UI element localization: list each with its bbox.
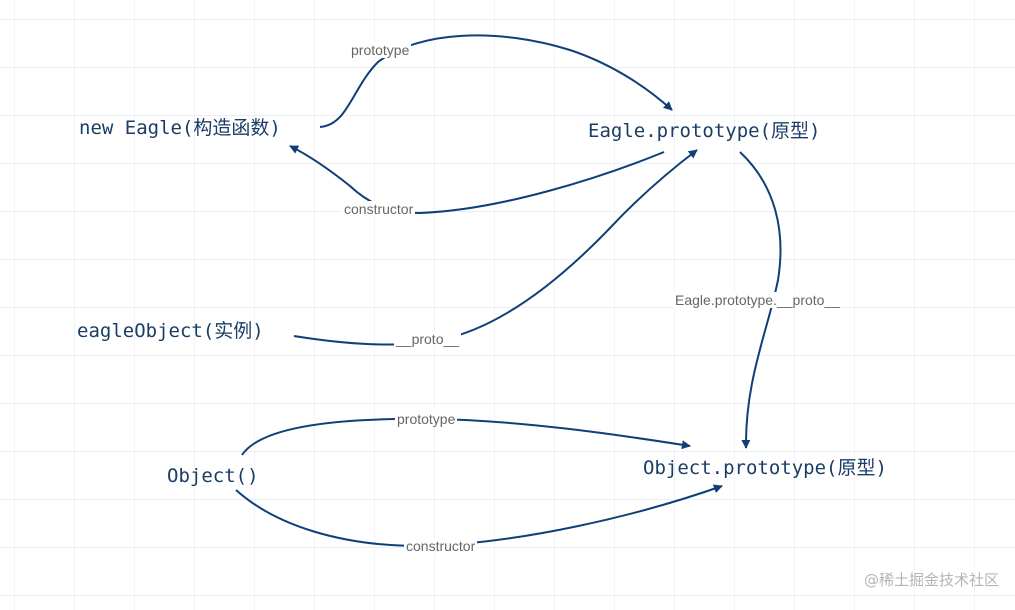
node-eagle-prototype: Eagle.prototype(原型)	[588, 120, 821, 142]
edge-label-eagle-prototype: prototype	[349, 42, 412, 58]
node-eagle-object: eagleObject(实例)	[77, 320, 264, 342]
edge-label-eagle-constructor: constructor	[342, 201, 416, 217]
edge-label-object-prototype: prototype	[395, 411, 458, 427]
edge-eagle-prototype	[319, 34, 673, 128]
edge-label-object-constructor: constructor	[404, 538, 478, 554]
edge-eagle-prototype-proto	[739, 151, 782, 449]
edge-object-constructor	[235, 484, 723, 548]
edge-object-prototype	[241, 417, 691, 456]
watermark: @稀土掘金技术社区	[863, 571, 999, 589]
edge-label-eagle-instance-proto: __proto__	[394, 331, 462, 347]
node-eagle-constructor: new Eagle(构造函数)	[79, 117, 281, 139]
node-object-prototype: Object.prototype(原型)	[643, 457, 887, 479]
edge-eagle-instance-proto	[293, 149, 698, 346]
node-object-constructor: Object()	[167, 465, 259, 487]
edge-label-eagle-prototype-proto: Eagle.prototype.__proto__	[673, 292, 843, 308]
